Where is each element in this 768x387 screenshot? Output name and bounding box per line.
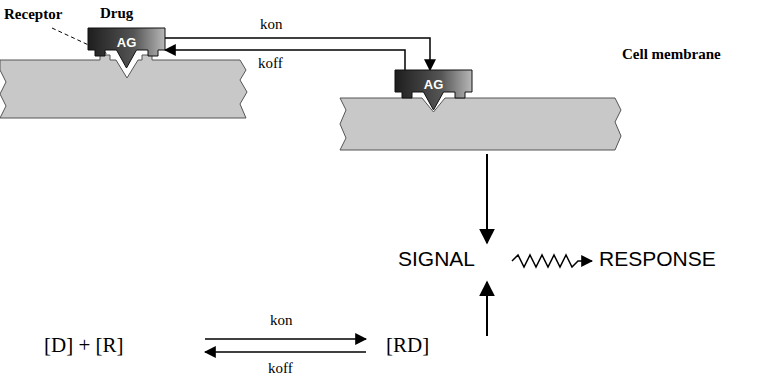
cell-membrane-right bbox=[340, 98, 621, 150]
text-label: SIGNAL bbox=[396, 247, 477, 271]
rate-constant: koff bbox=[256, 55, 285, 72]
wavy-arrow bbox=[512, 255, 592, 267]
signal-arrow bbox=[486, 154, 488, 243]
drug-heading: Drug bbox=[100, 5, 133, 22]
text-label: [RD] bbox=[384, 333, 431, 358]
equilibrium-arrow bbox=[205, 351, 366, 353]
equilibrium-arrow bbox=[205, 338, 366, 340]
drug-label: AG bbox=[395, 78, 472, 92]
drug-label: AG bbox=[88, 36, 165, 50]
rate-arrow bbox=[165, 50, 405, 70]
text-label: Receptor bbox=[2, 6, 64, 23]
drug-shape: AG bbox=[395, 70, 472, 98]
rate-constant: kon bbox=[258, 16, 285, 33]
drug-shape: DrugAG bbox=[88, 28, 165, 56]
text-label: RESPONSE bbox=[597, 247, 718, 271]
text-label: [D] + [R] bbox=[42, 333, 126, 358]
signal-arrow bbox=[486, 282, 488, 336]
text-label: kon bbox=[268, 312, 295, 329]
text-label: Cell membrane bbox=[620, 46, 723, 63]
cell-membrane-left bbox=[0, 55, 247, 118]
text-label: koff bbox=[266, 360, 295, 377]
rate-arrow bbox=[165, 38, 430, 70]
